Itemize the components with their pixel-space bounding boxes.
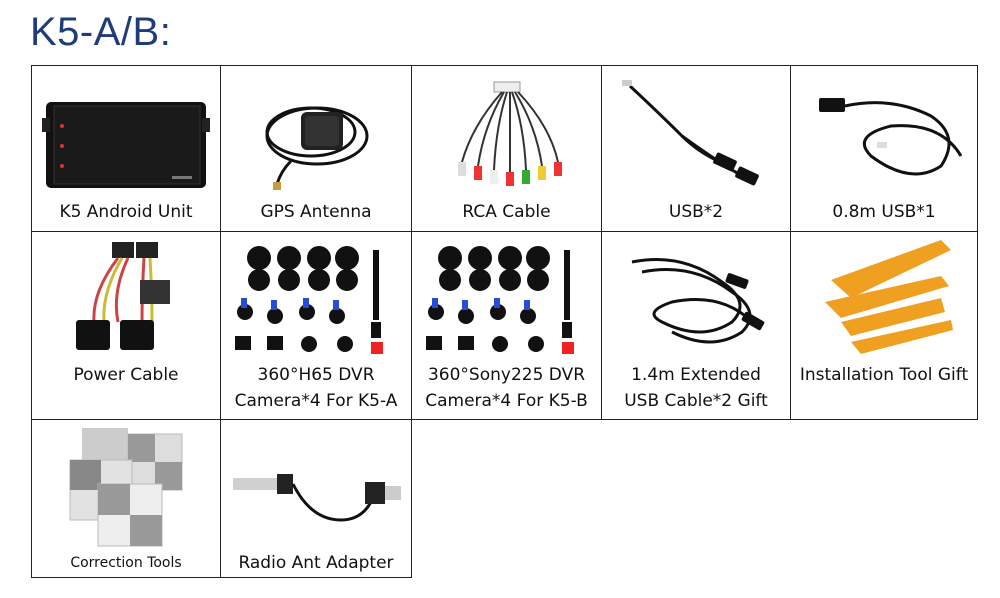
item-installation-tool: Installation Tool Gift bbox=[790, 231, 978, 420]
item-label-line1: 360°Sony225 DVR bbox=[427, 365, 586, 385]
item-dvr-camera-b: 360°Sony225 DVR Camera*4 For K5-B bbox=[411, 231, 602, 420]
item-label: GPS Antenna bbox=[260, 202, 372, 222]
item-label-line1: 1.4m Extended bbox=[631, 365, 761, 385]
item-dvr-camera-a: 360°H65 DVR Camera*4 For K5-A bbox=[220, 231, 412, 420]
item-label: Radio Ant Adapter bbox=[238, 553, 394, 573]
rca-cable-icon bbox=[458, 81, 562, 186]
item-correction-tools: Correction Tools bbox=[31, 419, 221, 578]
item-label: Installation Tool Gift bbox=[799, 365, 969, 385]
item-label-line2: Camera*4 For K5-A bbox=[234, 391, 398, 411]
item-label: USB*2 bbox=[668, 202, 724, 222]
item-label: Power Cable bbox=[73, 365, 179, 385]
page-title: K5-A/B: bbox=[30, 10, 172, 54]
correction-cloth-icon bbox=[69, 428, 183, 547]
item-label-line1: 360°H65 DVR bbox=[257, 365, 375, 385]
android-unit-icon bbox=[42, 102, 210, 188]
item-label-line2: USB Cable*2 Gift bbox=[624, 391, 768, 411]
item-label: K5 Android Unit bbox=[59, 202, 193, 222]
item-power-cable: Power Cable bbox=[31, 231, 221, 420]
item-usb: USB*2 bbox=[601, 65, 791, 232]
gps-antenna-icon bbox=[265, 106, 369, 190]
item-radio-adapter: Radio Ant Adapter bbox=[220, 419, 412, 578]
dvr-camera-set-icon bbox=[426, 246, 574, 354]
usb-cable-short-icon bbox=[819, 98, 963, 176]
item-gps-antenna: GPS Antenna bbox=[220, 65, 412, 232]
item-label: RCA Cable bbox=[462, 202, 551, 222]
item-extended-usb: 1.4m Extended USB Cable*2 Gift bbox=[601, 231, 791, 420]
item-android-unit: K5 Android Unit bbox=[31, 65, 221, 232]
item-label: Correction Tools bbox=[70, 555, 182, 571]
dvr-camera-set-icon bbox=[235, 246, 383, 354]
item-label-line2: Camera*4 For K5-B bbox=[425, 391, 588, 411]
extended-usb-cable-icon bbox=[631, 258, 765, 344]
item-label: 0.8m USB*1 bbox=[832, 202, 936, 222]
radio-adapter-icon bbox=[233, 474, 401, 522]
power-cable-icon bbox=[76, 242, 170, 350]
item-rca-cable: RCA Cable bbox=[411, 65, 602, 232]
pry-tool-icon bbox=[825, 240, 953, 354]
item-usb-short: 0.8m USB*1 bbox=[790, 65, 978, 232]
usb-cable-icon bbox=[622, 80, 759, 186]
